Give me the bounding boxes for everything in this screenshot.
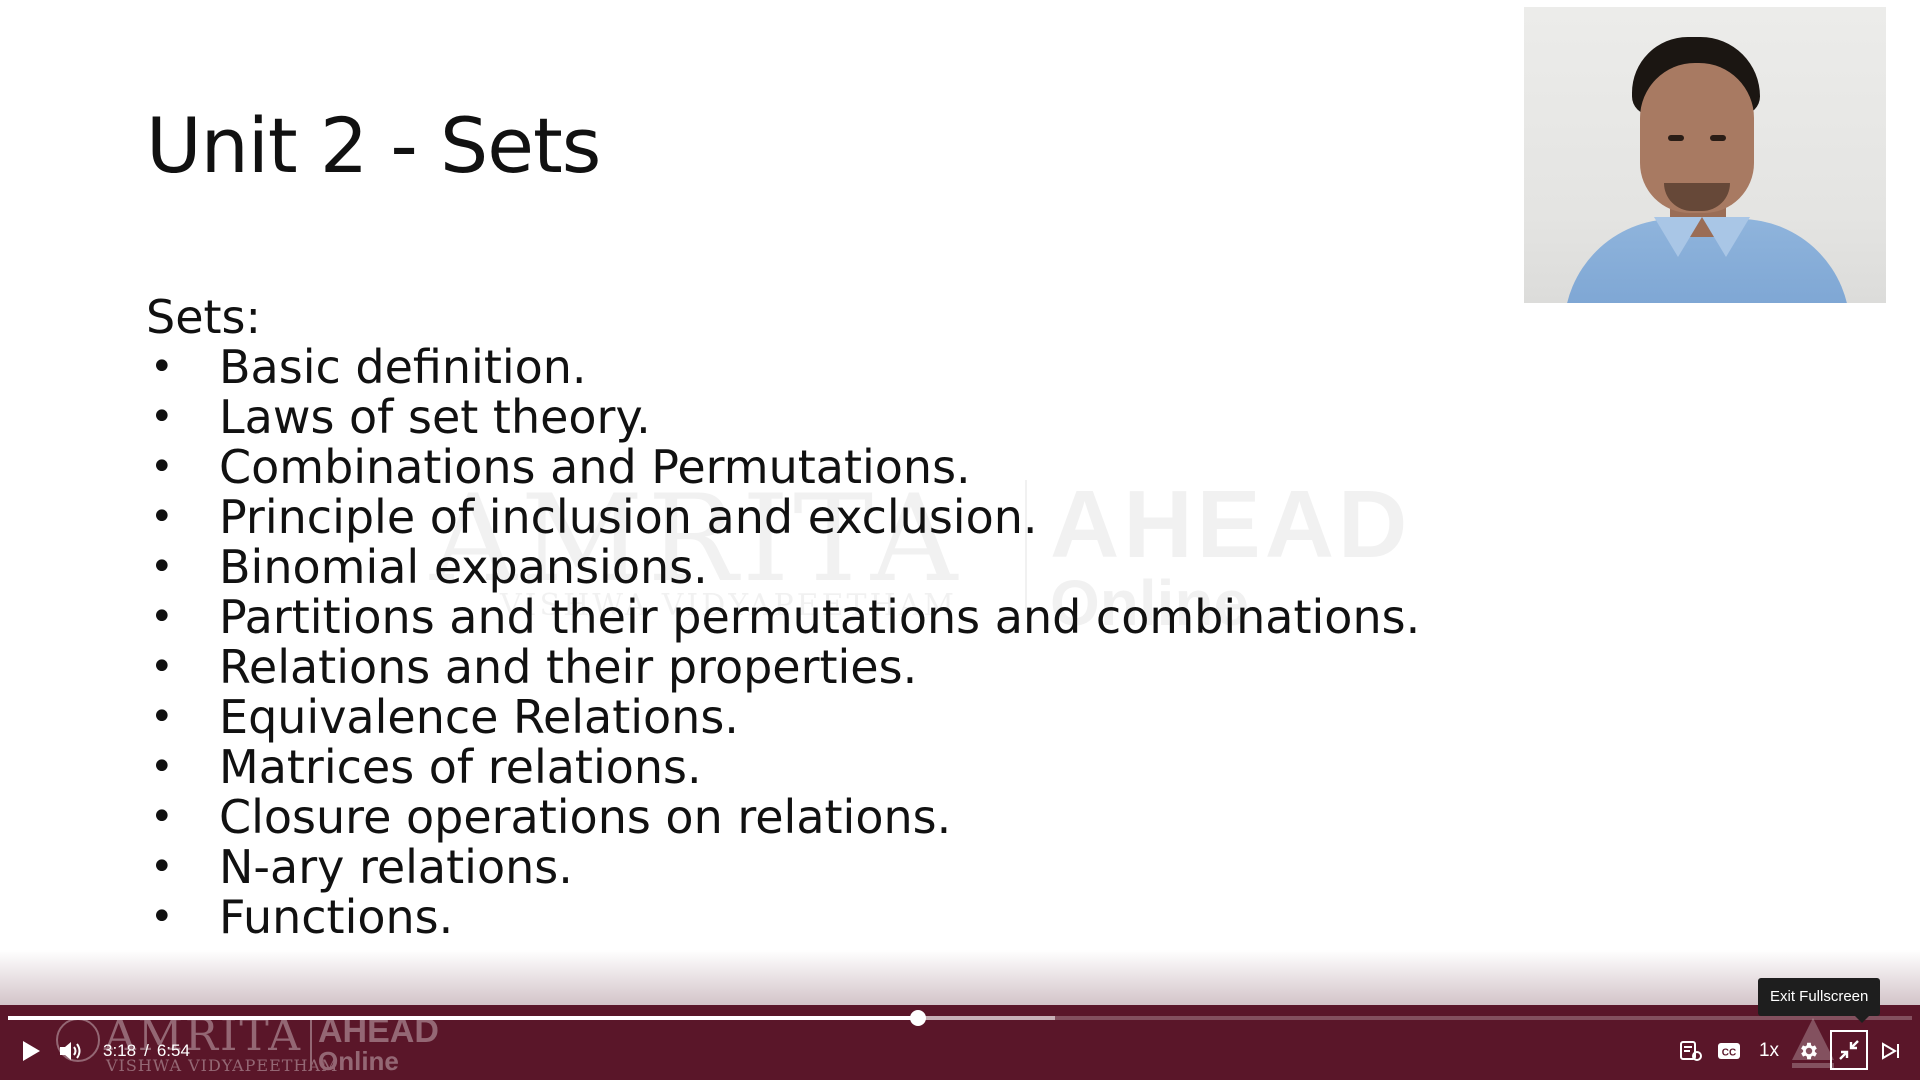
topic-text: Functions. [219, 890, 454, 944]
topic-text: N-ary relations. [219, 840, 573, 894]
topic-text: Partitions and their permutations and co… [219, 590, 1421, 644]
bullet-icon: • [150, 494, 174, 540]
topic-item: • Closure operations on relations. [146, 792, 1420, 842]
exit-fullscreen-tooltip: Exit Fullscreen [1758, 978, 1881, 1016]
slide-title: Unit 2 - Sets [146, 101, 601, 190]
topic-text: Combinations and Permutations. [219, 440, 971, 494]
topics-heading: Sets: [146, 290, 261, 344]
topic-item: • Partitions and their permutations and c… [146, 592, 1420, 642]
settings-button[interactable] [1792, 1034, 1826, 1068]
topic-text: Equivalence Relations. [219, 690, 739, 744]
bullet-icon: • [150, 744, 174, 790]
duration: 6:54 [156, 1041, 190, 1060]
volume-icon [60, 1042, 81, 1060]
brand-vishwa: VISHWA VIDYAPEETHAM [106, 1056, 339, 1075]
bullet-icon: • [150, 644, 174, 690]
volume-button[interactable] [56, 1034, 86, 1068]
bullet-icon: • [150, 594, 174, 640]
time-display: 3:18 / 6:54 [103, 1038, 190, 1064]
topic-text: Basic definition. [219, 340, 587, 394]
presenter-webcam [1524, 7, 1886, 303]
topic-text: Closure operations on relations. [219, 790, 952, 844]
bullet-icon: • [150, 544, 174, 590]
topic-item: • Functions. [146, 892, 1420, 942]
topic-item: • Binomial expansions. [146, 542, 1420, 592]
tooltip-arrow [1855, 1016, 1869, 1023]
gear-icon [1801, 1042, 1817, 1060]
presenter-eye-right [1710, 135, 1726, 141]
transcript-button[interactable] [1674, 1034, 1708, 1068]
topic-text: Matrices of relations. [219, 740, 702, 794]
watermark-ahead: AHEAD [1050, 471, 1412, 578]
play-icon [22, 1041, 40, 1061]
time-separator: / [144, 1041, 149, 1060]
topic-item: • Matrices of relations. [146, 742, 1420, 792]
topic-item: • Laws of set theory. [146, 392, 1420, 442]
bullet-icon: • [150, 444, 174, 490]
closed-captions-button[interactable]: CC [1712, 1034, 1746, 1068]
presenter-collar-right [1702, 217, 1750, 257]
progress-played [8, 1016, 919, 1020]
bullet-icon: • [150, 794, 174, 840]
next-lesson-button[interactable] [1874, 1034, 1908, 1068]
exit-fullscreen-button[interactable] [1830, 1030, 1868, 1070]
bullet-icon: • [150, 844, 174, 890]
play-button[interactable] [14, 1034, 48, 1068]
brand-divider [310, 1020, 312, 1070]
transcript-icon [1680, 1041, 1702, 1061]
topic-item: • N-ary relations. [146, 842, 1420, 892]
topic-text: Laws of set theory. [219, 390, 651, 444]
topic-text: Principle of inclusion and exclusion. [219, 490, 1038, 544]
current-time: 3:18 [103, 1041, 137, 1060]
progress-bar[interactable] [8, 1010, 1912, 1026]
watermark-logo: AMRITA VISHWA VIDYAPEETHAM AHEAD Online [430, 470, 1407, 640]
topic-list: • Basic definition. • Laws of set theory. • C… [146, 342, 1420, 942]
brand-online: Online [318, 1046, 399, 1076]
bullet-icon: • [150, 394, 174, 440]
presenter-eye-left [1668, 135, 1684, 141]
topic-text: Binomial expansions. [219, 540, 708, 594]
bullet-icon: • [150, 344, 174, 390]
topic-item: • Relations and their properties. [146, 642, 1420, 692]
brand-amrita: AMRITA [104, 1010, 303, 1061]
closed-captions-icon: CC [1718, 1043, 1740, 1059]
topics-section: Sets: • Basic definition. • Laws of set the… [146, 292, 1420, 942]
bullet-icon: • [150, 694, 174, 740]
next-icon [1882, 1042, 1899, 1060]
topic-text: Relations and their properties. [219, 640, 918, 694]
watermark-divider [1025, 480, 1027, 610]
playback-speed-button[interactable]: 1x [1758, 1040, 1780, 1061]
exit-fullscreen-icon [1839, 1040, 1859, 1060]
svg-text:CC: CC [1722, 1048, 1736, 1059]
presenter-collar-left [1654, 217, 1702, 257]
bullet-icon: • [150, 894, 174, 940]
watermark-amrita: AMRITA [430, 470, 962, 609]
topic-item: • Equivalence Relations. [146, 692, 1420, 742]
watermark-vishwa: VISHWA VIDYAPEETHAM [500, 588, 958, 623]
topic-item: • Combinations and Permutations. [146, 442, 1420, 492]
controls-gradient [0, 950, 1920, 1005]
topic-item: • Principle of inclusion and exclusion. [146, 492, 1420, 542]
progress-scrubber-handle[interactable] [910, 1010, 927, 1026]
topic-item: • Basic definition. [146, 342, 1420, 392]
watermark-online: Online [1050, 567, 1250, 639]
